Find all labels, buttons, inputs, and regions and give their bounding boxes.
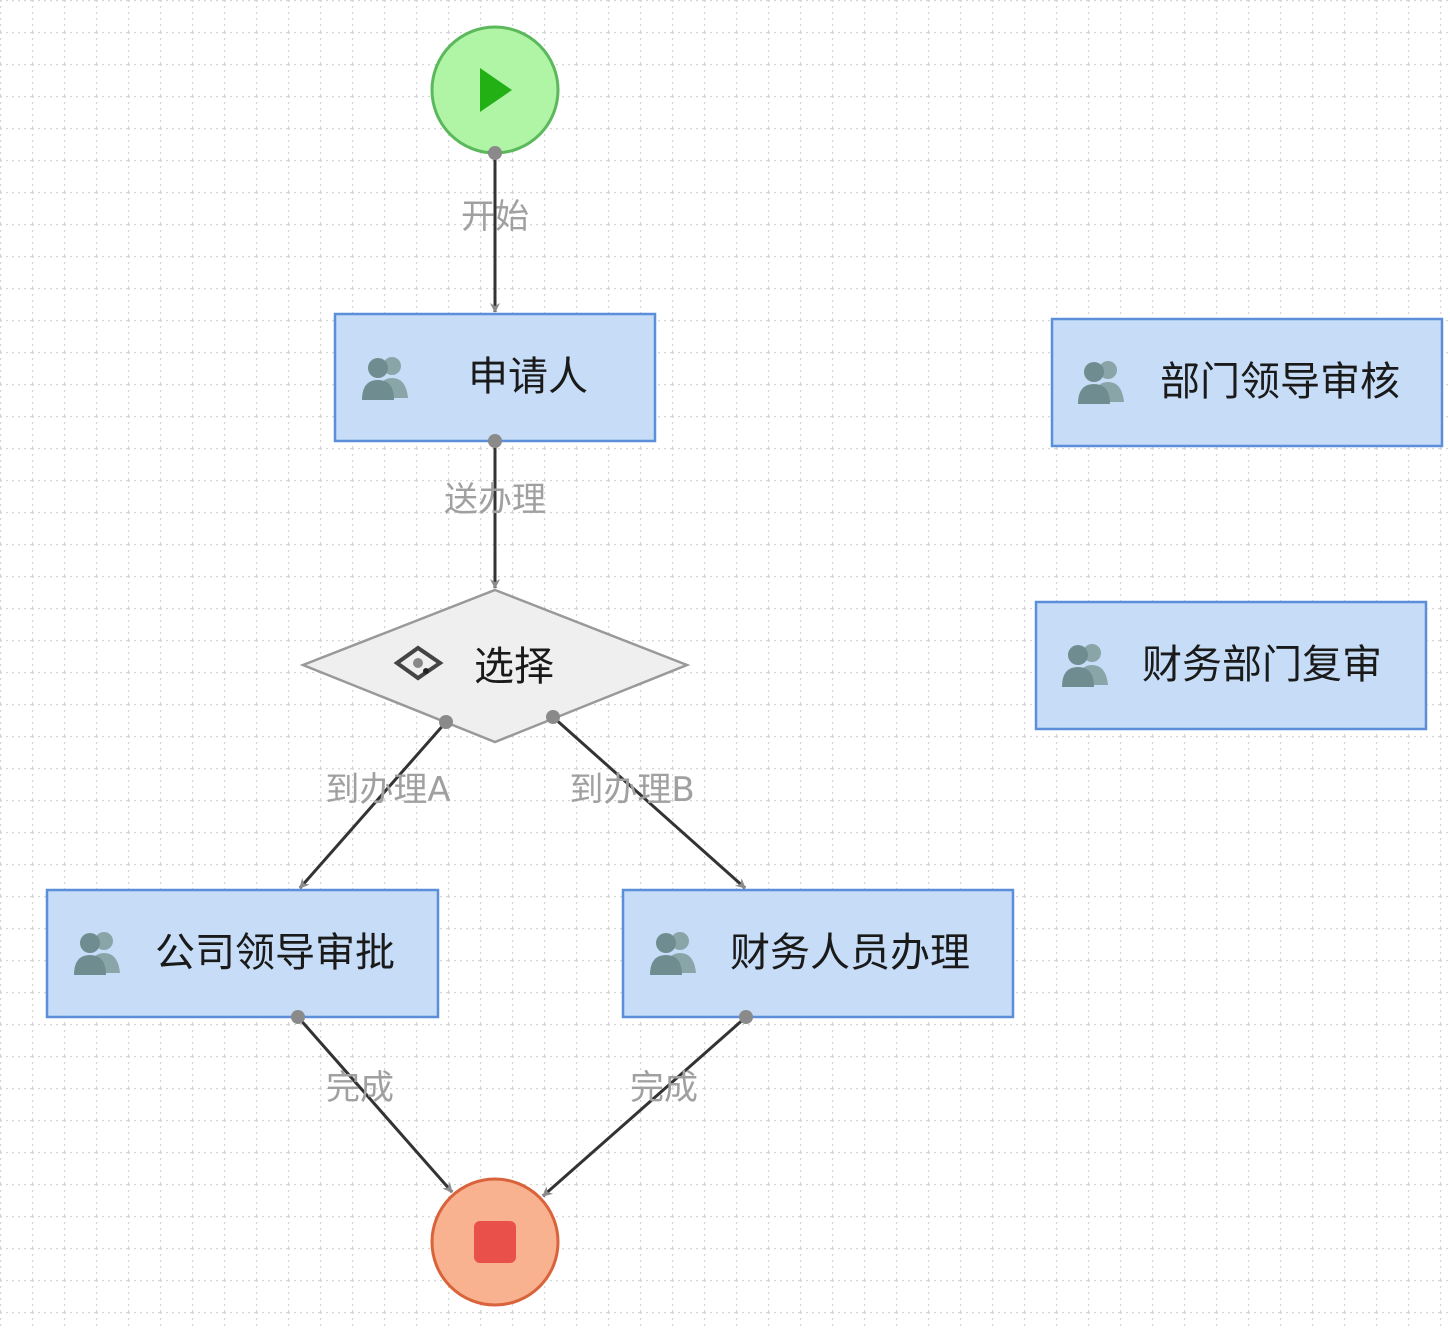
task-finance-staff-handle[interactable]: 财务人员办理	[621, 888, 1015, 1019]
gateway-select[interactable]: 选择	[299, 588, 691, 744]
gateway-icon	[393, 645, 444, 681]
connection-ports	[291, 146, 753, 1024]
task-finance-dept-recheck[interactable]: 财务部门复审	[1034, 600, 1428, 731]
edge-label: 开始	[461, 197, 529, 237]
edge-start-to-applicant[interactable]: 开始	[461, 153, 529, 313]
edge-applicant-to-gateway[interactable]: 送办理	[444, 441, 546, 589]
edge-label: 完成	[630, 1068, 698, 1108]
edge-label: 完成	[326, 1068, 394, 1108]
stop-icon	[474, 1221, 516, 1263]
edge-gateway-to-b[interactable]: 到办理B	[552, 715, 746, 890]
edge-b-to-end[interactable]: 完成	[542, 1015, 747, 1198]
task-applicant[interactable]: 申请人	[333, 312, 657, 443]
task-label: 申请人	[468, 354, 588, 400]
task-company-leader-approve[interactable]: 公司领导审批	[45, 888, 440, 1019]
edge-label: 到办理B	[569, 770, 694, 810]
gateway-label: 选择	[474, 644, 554, 690]
task-label: 财务人员办理	[730, 930, 970, 976]
edge-label: 送办理	[444, 480, 546, 520]
edge-label: 到办理A	[325, 770, 450, 810]
end-event[interactable]	[430, 1177, 560, 1307]
edge-a-to-end[interactable]: 完成	[296, 1016, 454, 1193]
edge-gateway-to-a[interactable]: 到办理A	[298, 721, 451, 889]
start-event[interactable]	[430, 25, 560, 155]
task-dept-leader-review[interactable]: 部门领导审核	[1050, 317, 1444, 448]
task-label: 财务部门复审	[1142, 642, 1382, 688]
task-label: 部门领导审核	[1160, 359, 1400, 405]
task-label: 公司领导审批	[155, 930, 395, 976]
play-icon	[480, 68, 512, 112]
